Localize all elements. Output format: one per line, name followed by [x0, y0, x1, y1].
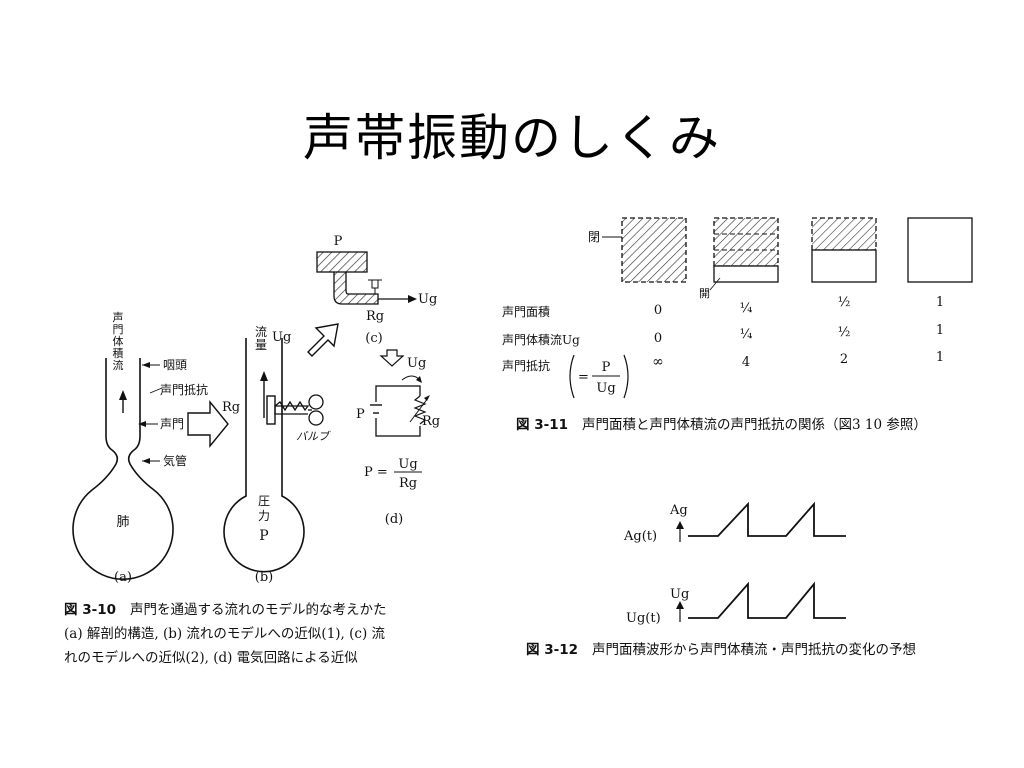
- slide-title: 声帯振動のしくみ: [303, 109, 721, 167]
- resistance-val-2: 2: [840, 352, 848, 367]
- panel-b-flow-model: [223, 338, 324, 573]
- label-flow-2: 量: [255, 338, 267, 352]
- label-closed: 閉: [588, 230, 600, 244]
- figure-3-10-diagram: 声 門 体 積 流 咽頭 声門抵抗 声門 気管 肺 (a) 流 量 Ug Rg …: [72, 234, 440, 585]
- label-vert-flow-5: 流: [113, 358, 124, 372]
- label-ag: Ag: [669, 503, 688, 518]
- panel-a-label: (a): [114, 570, 132, 585]
- label-vert-flow-1: 声: [113, 310, 124, 324]
- label-rg-b: Rg: [222, 400, 240, 415]
- row-label-flow: 声門体積流Ug: [502, 332, 580, 347]
- label-rg-c: Rg: [366, 309, 384, 324]
- glottis-quarter-square: [713, 217, 779, 283]
- label-ug-c: Ug: [418, 292, 437, 307]
- formula-numerator: Ug: [398, 457, 417, 472]
- flow-val-0: 0: [654, 331, 662, 346]
- figure-3-12-caption-text: 声門面積波形から声門体積流・声門抵抗の変化の予想: [591, 642, 916, 658]
- glottis-open-square: [907, 217, 973, 283]
- panel-d-label: (d): [385, 512, 403, 527]
- label-p-b: P: [259, 528, 268, 544]
- glottis-half-square: [811, 217, 877, 283]
- resistance-val-1: 4: [742, 355, 750, 370]
- figure-3-10-number: 図 3-10: [64, 602, 116, 618]
- glottis-closed-square: [621, 217, 687, 283]
- area-val-2: ½: [838, 295, 851, 310]
- caption-line-1: 声門を通過する流れのモデル的な考えかた: [129, 602, 387, 618]
- figure-3-11-diagram: 閉 開 声門面積 0 ¼ ½ 1 声門体積流Ug 0 ¼ ½ 1 声門抵抗 ∞ …: [502, 217, 973, 399]
- panel-c-pipe-model: [316, 251, 417, 305]
- resistance-val-3: 1: [936, 350, 944, 365]
- flow-val-3: 1: [936, 323, 944, 338]
- formula-p-eq: P =: [364, 465, 388, 480]
- figure-3-12-diagram: Ag Ag(t) Ug Ug(t): [623, 501, 846, 626]
- ag-waveform: [688, 501, 846, 537]
- label-ug-b: Ug: [272, 330, 291, 345]
- area-val-1: ¼: [740, 301, 753, 316]
- resistance-val-0: ∞: [652, 354, 664, 370]
- area-val-0: 0: [654, 303, 662, 318]
- label-vert-flow-2: 門: [113, 323, 124, 336]
- formula-denominator: Rg: [399, 476, 417, 491]
- label-glottis: 声門: [160, 417, 184, 431]
- row-label-resistance: 声門抵抗: [502, 358, 550, 373]
- figure-3-12-number: 図 3-12: [526, 642, 578, 658]
- panel-d-circuit: [370, 349, 430, 437]
- caption-line-3: れのモデルへの近似(2), (d) 電気回路による近似: [64, 650, 358, 666]
- resistance-formula-eq: =: [578, 370, 589, 385]
- label-pressure-2: 力: [258, 509, 270, 523]
- label-ug: Ug: [670, 587, 689, 602]
- label-vert-flow-4: 積: [113, 346, 124, 360]
- arrow-right-icon: [187, 400, 229, 448]
- resistance-formula-num: P: [602, 360, 611, 375]
- label-p-d: P: [356, 407, 365, 422]
- ug-waveform: [688, 581, 846, 619]
- figure-3-11-caption: 図 3-11 声門面積と声門体積流の声門抵抗の関係（図3 10 参照）: [516, 413, 927, 437]
- label-pressure-1: 圧: [258, 494, 270, 508]
- label-pharynx: 咽頭: [163, 358, 187, 372]
- area-val-3: 1: [936, 295, 944, 310]
- figure-3-12-caption: 図 3-12 声門面積波形から声門体積流・声門抵抗の変化の予想: [526, 638, 916, 662]
- panel-a-anatomy: [72, 358, 174, 581]
- label-ug-axis: Ug(t): [626, 611, 661, 626]
- label-open: 開: [699, 287, 710, 300]
- figure-3-11-number: 図 3-11: [516, 417, 568, 433]
- resistance-formula-den: Ug: [596, 381, 615, 396]
- panel-b-label: (b): [255, 570, 273, 585]
- label-ag-axis: Ag(t): [623, 529, 657, 544]
- arrow-up-right-icon: [307, 323, 339, 357]
- row-label-area: 声門面積: [502, 304, 550, 319]
- label-ug-d: Ug: [407, 356, 426, 371]
- figure-3-11-caption-text: 声門面積と声門体積流の声門抵抗の関係（図3 10 参照）: [581, 417, 927, 433]
- label-rg-d: Rg: [422, 414, 440, 429]
- panel-c-label: (c): [365, 331, 382, 346]
- flow-val-1: ¼: [740, 327, 753, 342]
- caption-line-2: (a) 解剖的構造, (b) 流れのモデルへの近似(1), (c) 流: [64, 626, 386, 642]
- figure-3-10-caption: 図 3-10 声門を通過する流れのモデル的な考えかた (a) 解剖的構造, (b)…: [64, 598, 386, 670]
- label-glottal-resistance: 声門抵抗: [160, 382, 208, 397]
- label-valve: バルブ: [296, 430, 331, 443]
- label-flow-1: 流: [255, 325, 267, 339]
- label-vert-flow-3: 体: [113, 334, 124, 348]
- label-p-c: P: [334, 234, 343, 249]
- flow-val-2: ½: [838, 325, 851, 340]
- label-trachea: 気管: [163, 453, 187, 468]
- label-lung: 肺: [116, 515, 129, 530]
